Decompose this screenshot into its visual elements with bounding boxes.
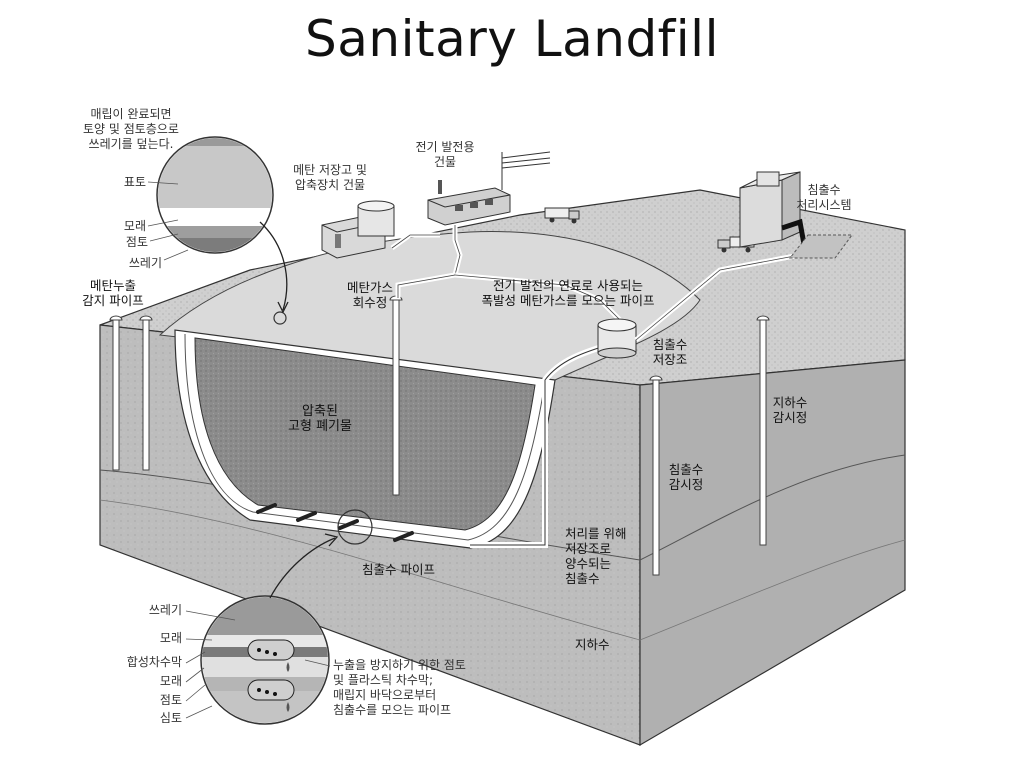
methane-leak-pipe-label: 메탄누출 감지 파이프 — [82, 278, 144, 308]
groundwater-label: 지하수 — [575, 637, 610, 652]
detail-waste-label: 쓰레기 — [148, 603, 182, 617]
leachate-well-label: 침출수 감시정 — [668, 462, 704, 492]
antenna-icon — [501, 151, 551, 190]
liner-note-label: 누출을 방지하기 위한 점토 및 플라스틱 차수막; 매립지 바닥으로부터 침출… — [333, 658, 466, 717]
leachate-treatment-label: 침출수 처리시스템 — [796, 183, 852, 212]
ground-right-face — [639, 359, 906, 747]
page-title: Sanitary Landfill — [305, 10, 719, 68]
leachate-tank — [597, 318, 637, 359]
pumped-leachate-label: 처리를 위해 저장조로 양수되는 침출수 — [565, 526, 627, 586]
topsoil-label: 표토 — [123, 175, 146, 189]
treatment-building — [739, 171, 853, 259]
cover-note-label: 매립이 완료되면 토양 및 점토층으로 쓰레기를 덮는다. — [83, 107, 179, 151]
detail-sand2-label: 모래 — [159, 674, 182, 688]
power-building — [427, 180, 511, 226]
power-building-label: 전기 발전용 건물 — [415, 140, 475, 169]
groundwater-well-label: 지하수 감시정 — [772, 395, 808, 425]
magnifier-circle-icon — [156, 136, 274, 254]
methane-storage-label: 메탄 저장고 및 압축장치 건물 — [293, 163, 367, 192]
sand-label: 모래 — [123, 219, 146, 233]
waste-label: 쓰레기 — [128, 256, 162, 270]
strata-line — [639, 539, 906, 641]
detail-clay-label: 점토 — [159, 693, 182, 707]
clay-label: 점토 — [125, 235, 148, 249]
methane-storage-building — [321, 200, 395, 259]
detail-sand-label: 모래 — [159, 631, 182, 645]
compacted-waste-label: 압축된 고형 폐기물 — [288, 404, 352, 434]
landfill-mound — [158, 231, 701, 381]
waste-cell — [194, 337, 536, 531]
detail-liner-label: 합성차수막 — [126, 655, 182, 669]
leachate-pipe-label: 침출수 파이프 — [362, 562, 435, 577]
strata-line — [99, 499, 641, 641]
methane-well-label: 메탄가스 회수정 — [346, 280, 393, 310]
leachate-collection-pipes — [256, 503, 414, 542]
methane-fuel-pipe-label: 전기 발전의 연료로 사용되는 폭발성 메탄가스를 모으는 파이프 — [481, 278, 655, 308]
leachate-tank-label: 침출수 저장조 — [652, 337, 688, 367]
truck-icon — [544, 207, 580, 224]
detail-subsoil-label: 심토 — [159, 711, 182, 725]
magnifier-circle-icon — [200, 595, 330, 725]
